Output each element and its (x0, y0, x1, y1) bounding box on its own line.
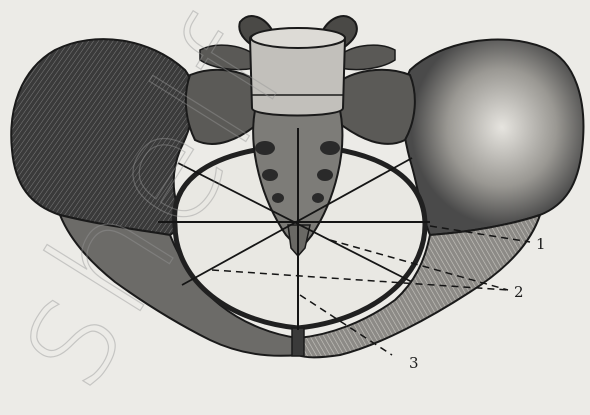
right-sacral-ala (335, 70, 415, 144)
callout-label-1: 1 (536, 235, 546, 253)
pelvis-figure: shelf 1 2 3 (0, 0, 590, 373)
pubic-symphysis (292, 328, 304, 356)
right-iliac-wing (402, 39, 583, 235)
callout-label-3: 3 (409, 354, 419, 372)
callout-label-2: 2 (514, 283, 524, 301)
